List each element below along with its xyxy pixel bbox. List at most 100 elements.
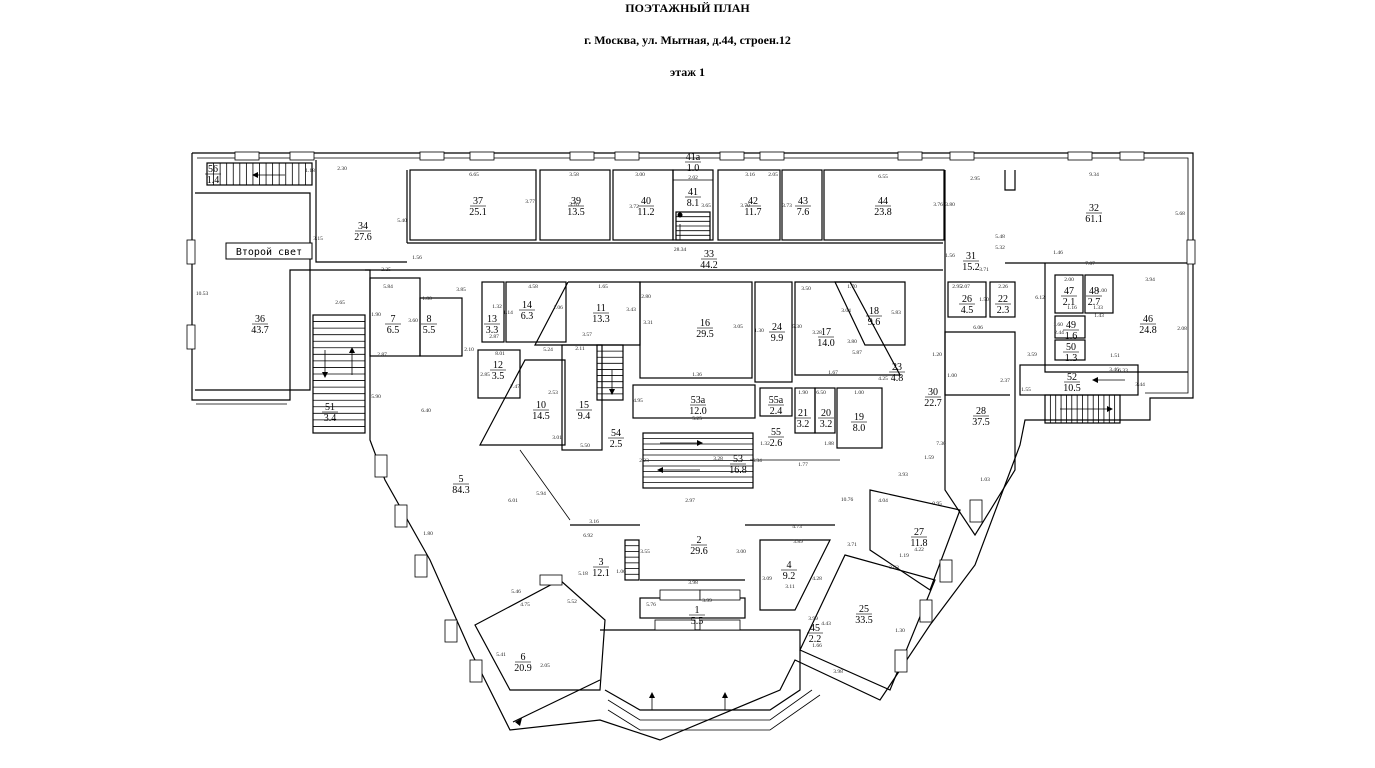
room-number: 44	[878, 196, 888, 207]
dimension-label: 3.71	[847, 542, 857, 548]
dimension-label: 5.50	[580, 443, 590, 449]
room-area: 3.5	[492, 371, 505, 382]
dimension-label: 6.06	[973, 325, 983, 331]
dimension-label: 3.16	[589, 519, 599, 525]
dimension-label: 3.31	[643, 320, 653, 326]
second-light-label: Второй свет	[236, 246, 302, 258]
dimension-label: 3.80	[945, 202, 955, 208]
dimension-label: 3.55	[640, 549, 650, 555]
room-4: 49.2	[781, 560, 797, 582]
dimension-label: 5.68	[1175, 211, 1185, 217]
room-number: 25	[859, 604, 869, 615]
dimension-label: 3.65	[701, 203, 711, 209]
room-number: 45	[810, 623, 820, 634]
room-number: 13	[487, 314, 497, 325]
dimension-label: 3.58	[569, 172, 579, 178]
stair-treads	[213, 163, 1116, 575]
dimension-label: 3.04	[841, 308, 851, 314]
room-area: 13.3	[592, 314, 610, 325]
room-number: 4	[787, 560, 792, 571]
second-light-box	[225, 242, 313, 260]
dimension-label: 3.15	[313, 236, 323, 242]
room-area: 9.6	[868, 317, 881, 328]
dimension-label: 9.34	[1089, 172, 1099, 178]
dimension-label: 6.50	[816, 390, 826, 396]
dimension-label: 3.11	[785, 584, 795, 590]
dimension-label: 10.76	[841, 497, 854, 503]
dimension-label: 1.32	[492, 304, 502, 310]
room-area: 4.8	[891, 373, 904, 384]
dimension-label: 2.44	[1054, 330, 1064, 336]
room-number: 31	[966, 251, 976, 262]
room-number: 30	[928, 387, 938, 398]
outer-walls	[191, 152, 1194, 741]
room-18: 189.6	[866, 306, 882, 328]
dimension-label: 2.25	[381, 267, 391, 273]
room-number: 52	[1067, 372, 1077, 383]
dimension-label: 2.30	[337, 166, 347, 172]
dimension-label: 3.28	[713, 456, 723, 462]
room-area: 4.5	[961, 305, 974, 316]
dimension-label: 5.25	[692, 416, 702, 422]
room-area: 2.4	[770, 406, 783, 417]
dimension-label: 1.14	[503, 310, 513, 316]
room-number: 3	[599, 557, 604, 568]
dimension-label: 3.01	[552, 435, 562, 441]
dimension-label: 3.76	[569, 202, 579, 208]
dimension-label: 3.16	[745, 172, 755, 178]
dimension-label: 2.87	[489, 334, 499, 340]
room-area: 13.5	[567, 207, 585, 218]
room-13: 133.3	[484, 314, 500, 336]
dimension-label: 3.98	[688, 580, 698, 586]
room-area: 29.5	[696, 329, 714, 340]
dimension-label: 3.60	[408, 318, 418, 324]
dimension-label: 3.00	[736, 549, 746, 555]
room-area: 1.6	[1065, 331, 1078, 342]
dimension-label: 5.34	[752, 458, 762, 464]
dimension-label: 5.76	[646, 602, 656, 608]
dimension-label: 3.99	[808, 616, 818, 622]
plan-address: г. Москва, ул. Мытная, д.44, строен.12	[584, 33, 791, 47]
room-number: 26	[962, 294, 972, 305]
dimension-label: 1.66	[812, 643, 822, 649]
dimension-label: 3.09	[762, 576, 772, 582]
room-number: 6	[521, 652, 526, 663]
room-number: 12	[493, 360, 503, 371]
room-area: 3.2	[797, 419, 810, 430]
dimension-label: 2.95	[952, 284, 962, 290]
room-3: 312.1	[592, 557, 610, 579]
dimension-label: 6.01	[508, 498, 518, 504]
dimension-label: 5.83	[891, 310, 901, 316]
dimension-label: 4.58	[528, 284, 538, 290]
dimension-label: 3.57	[582, 332, 592, 338]
room-area: 6.5	[387, 325, 400, 336]
room-55: 552.6	[768, 427, 784, 449]
room-area: 84.3	[452, 485, 470, 496]
room-number: 2	[697, 535, 702, 546]
room-number: 55	[771, 427, 781, 438]
dimension-label: 1.59	[924, 455, 934, 461]
dimension-label: 1.33	[1093, 305, 1103, 311]
interior-walls	[369, 274, 1139, 731]
dimension-label: 1.19	[899, 553, 909, 559]
dimension-label: 1.67	[828, 370, 838, 376]
room-area: 16.8	[729, 465, 747, 476]
dimension-label: 3.46	[1109, 367, 1119, 373]
room-area: 2.7	[1088, 297, 1101, 308]
room-number: 48	[1089, 286, 1099, 297]
dimension-label: 3.44	[1135, 382, 1145, 388]
dimension-label: 2.08	[1177, 326, 1187, 332]
room-number: 53	[733, 454, 743, 465]
room-area: 20.9	[514, 663, 532, 674]
room-43: 437.6	[795, 196, 811, 218]
dimension-label: 1.46	[1053, 250, 1063, 256]
